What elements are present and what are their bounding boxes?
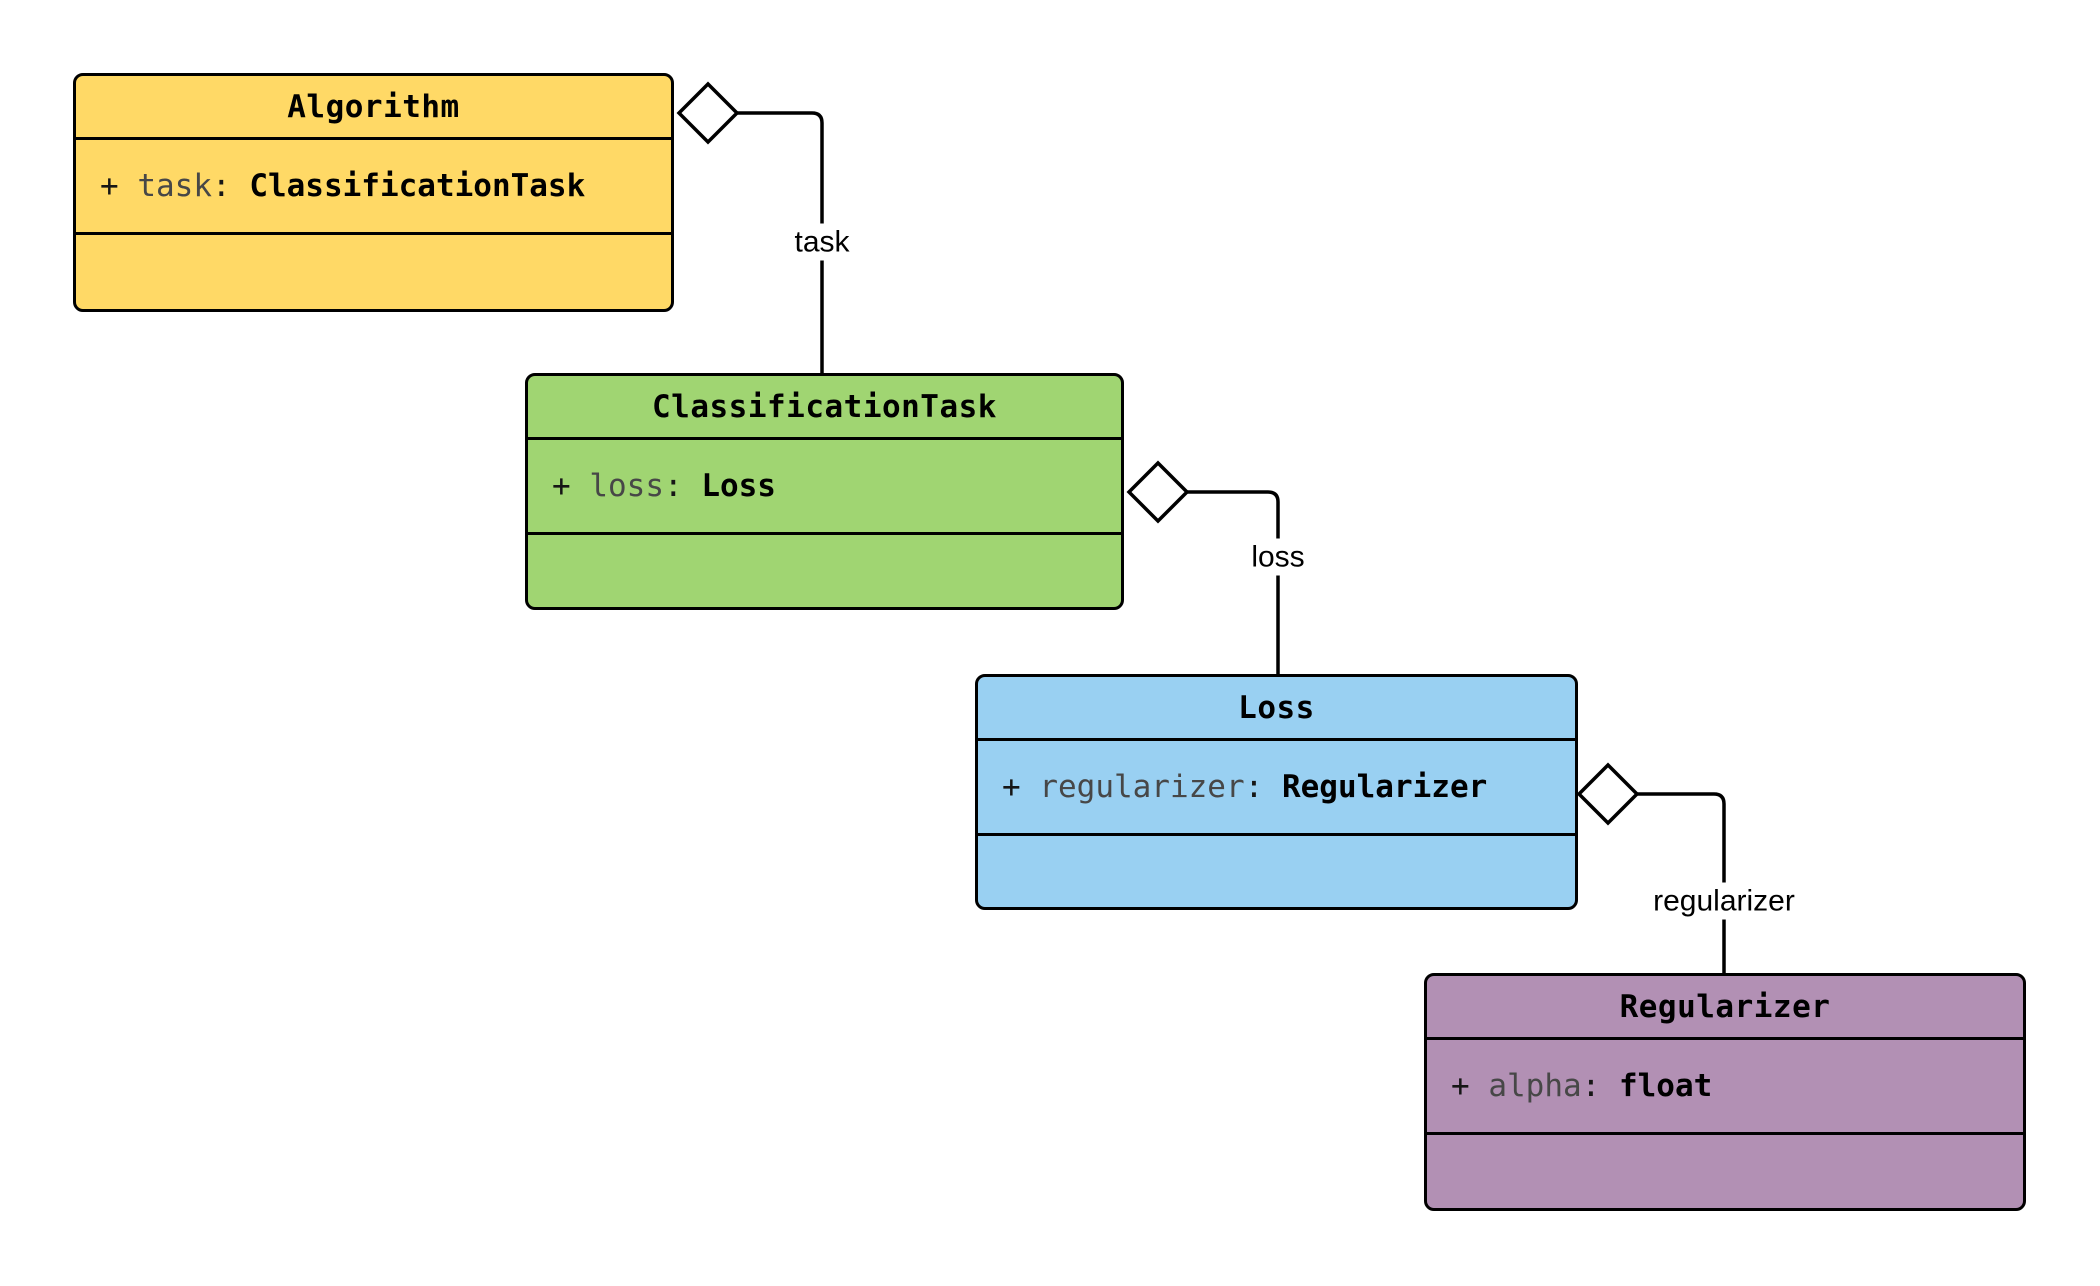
attribute-colon: : (1581, 1068, 1619, 1104)
visibility-symbol: + (552, 468, 590, 504)
class-classificationtask-attribute: + loss: Loss (528, 440, 1121, 535)
class-algorithm-title: Algorithm (76, 76, 671, 140)
attribute-type: ClassificationTask (249, 168, 586, 204)
class-classificationtask-methods-section (528, 535, 1121, 607)
edge-regularizer (1637, 792, 1726, 973)
edge-task (737, 111, 824, 373)
attribute-name: alpha (1488, 1068, 1582, 1104)
attribute-colon: : (1244, 769, 1282, 805)
class-classificationtask-title: ClassificationTask (528, 376, 1121, 440)
class-regularizer[interactable]: Regularizer + alpha: float (1424, 973, 2026, 1211)
edge-loss (1187, 490, 1280, 674)
class-classificationtask[interactable]: ClassificationTask + loss: Loss (525, 373, 1124, 610)
attribute-colon: : (663, 468, 702, 504)
attribute-type: Regularizer (1281, 769, 1488, 805)
visibility-symbol: + (1002, 769, 1040, 805)
aggregation-diamond-task (676, 81, 740, 145)
class-loss[interactable]: Loss + regularizer: Regularizer (975, 674, 1578, 910)
class-algorithm-attribute: + task: ClassificationTask (76, 140, 671, 235)
attribute-type: Loss (701, 468, 776, 504)
visibility-symbol: + (100, 168, 138, 204)
class-regularizer-attribute: + alpha: float (1427, 1040, 2023, 1135)
class-loss-attribute: + regularizer: Regularizer (978, 741, 1575, 836)
aggregation-diamond-regularizer (1576, 762, 1640, 826)
class-algorithm-methods-section (76, 235, 671, 309)
attribute-name: loss (589, 468, 664, 504)
attribute-name: task (137, 168, 212, 204)
class-loss-title: Loss (978, 677, 1575, 741)
edge-label-task: task (786, 223, 858, 261)
class-algorithm[interactable]: Algorithm + task: ClassificationTask (73, 73, 674, 312)
edge-label-loss: loss (1243, 538, 1313, 576)
class-loss-methods-section (978, 836, 1575, 907)
attribute-name: regularizer (1039, 769, 1245, 805)
attribute-colon: : (211, 168, 250, 204)
visibility-symbol: + (1451, 1068, 1489, 1104)
aggregation-diamond-loss (1126, 460, 1190, 524)
class-regularizer-methods-section (1427, 1135, 2023, 1208)
edge-label-regularizer: regularizer (1645, 882, 1803, 920)
class-regularizer-title: Regularizer (1427, 976, 2023, 1040)
attribute-type: float (1618, 1068, 1713, 1104)
